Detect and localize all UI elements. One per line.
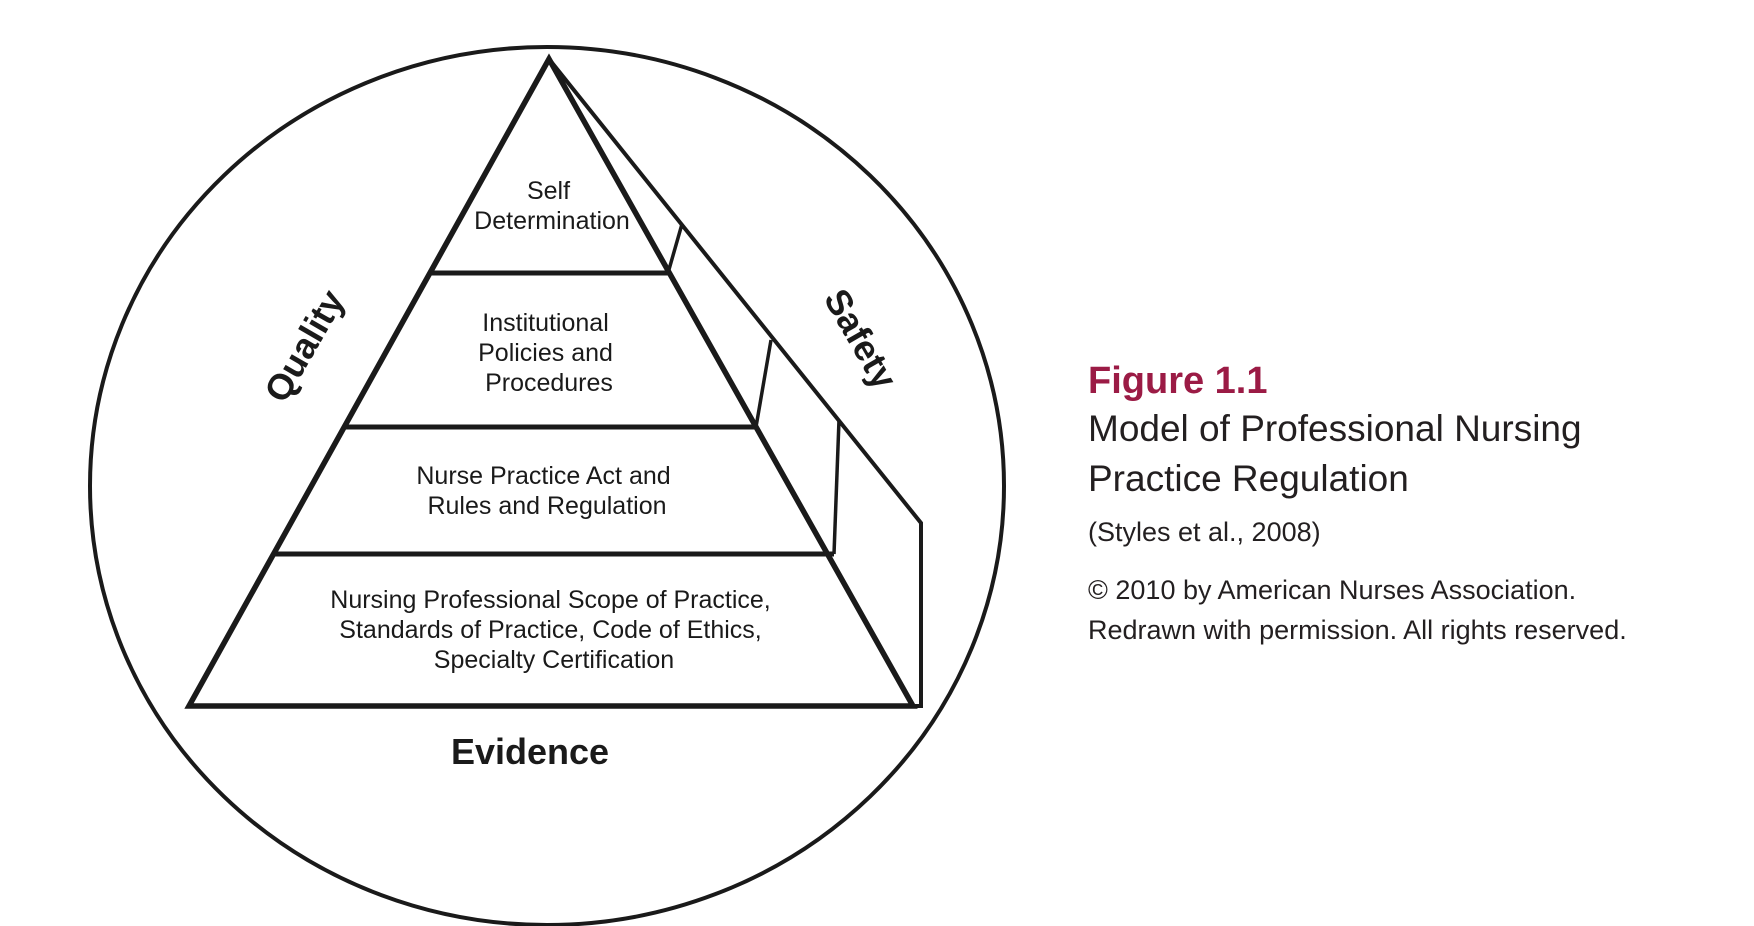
tier-3-line-1: Nurse Practice Act and [416, 462, 670, 490]
tier-2-line-3: Procedures [485, 369, 613, 397]
figure-number: Figure 1.1 [1088, 360, 1268, 402]
tier-labels: Self Determination Institutional Policie… [330, 177, 777, 674]
side-edge-3 [832, 419, 841, 555]
tier-2-line-1: Institutional [482, 309, 608, 337]
tier-1-line-2: Determination [474, 207, 630, 235]
evidence-label: Evidence [451, 731, 609, 772]
copyright-line-2: Redrawn with permission. All rights rese… [1088, 615, 1627, 645]
side-edge-2 [754, 339, 773, 428]
tier-1-label: Self Determination [474, 177, 630, 235]
tier-2-line-2: Policies and [478, 339, 613, 367]
tier-4-line-3: Specialty Certification [434, 646, 674, 674]
copyright-line-1: © 2010 by American Nurses Association. [1088, 575, 1577, 605]
quality-label: Quality [256, 283, 353, 409]
figure-title-line-1: Model of Professional Nursing [1088, 408, 1582, 449]
figure-title-line-2: Practice Regulation [1088, 458, 1409, 499]
tier-2-label: Institutional Policies and Procedures [478, 309, 620, 397]
figure-caption: Figure 1.1 Model of Professional Nursing… [1088, 358, 1728, 650]
outer-circle [88, 45, 1006, 926]
safety-label: Safety [816, 282, 906, 396]
tier-4-line-1: Nursing Professional Scope of Practice, [330, 586, 771, 614]
copyright-notice: © 2010 by American Nurses Association. R… [1088, 570, 1728, 650]
pyramid-side-face [547, 57, 923, 708]
tier-3-line-2: Rules and Regulation [427, 492, 666, 520]
figure-citation: (Styles et al., 2008) [1088, 517, 1321, 547]
side-edge-1 [666, 223, 684, 274]
tier-4-label: Nursing Professional Scope of Practice, … [330, 586, 777, 674]
figure-title: Model of Professional Nursing Practice R… [1088, 404, 1728, 504]
tier-3-label: Nurse Practice Act and Rules and Regulat… [416, 462, 677, 520]
tier-1-line-1: Self [527, 177, 570, 205]
tier-4-line-2: Standards of Practice, Code of Ethics, [339, 616, 761, 644]
